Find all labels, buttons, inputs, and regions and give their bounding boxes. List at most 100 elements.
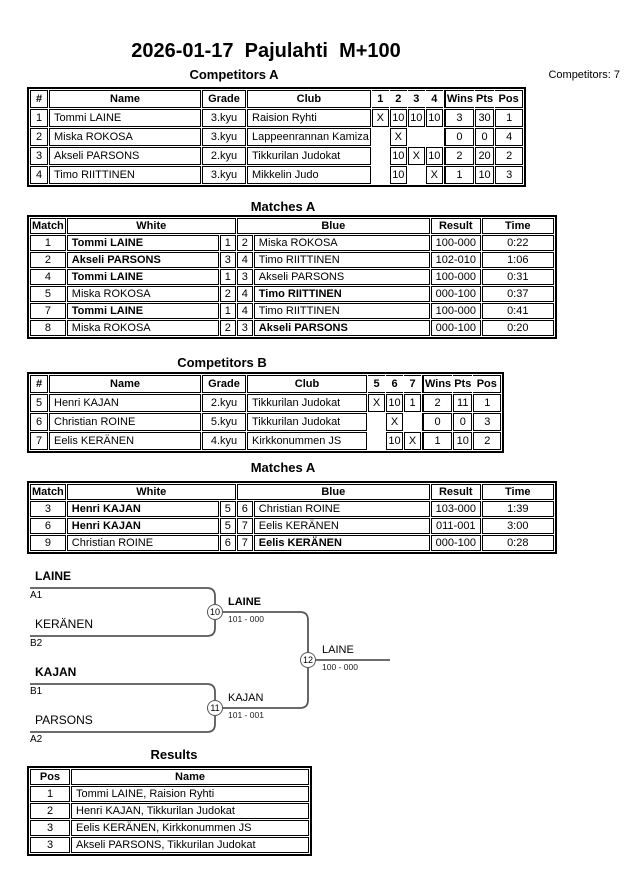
cell-pos: 3 <box>495 166 524 184</box>
cell-name: Miska ROKOSA <box>49 128 201 146</box>
cell-wn: 2 <box>219 320 236 336</box>
cell-time: 0:20 <box>481 320 554 336</box>
results-heading: Results <box>150 747 198 762</box>
col-header: Pos <box>495 90 524 108</box>
col-header: Club <box>247 90 371 108</box>
cell-time: 1:06 <box>481 252 554 268</box>
cell-wn: 3 <box>219 252 236 268</box>
header-row: # Name Grade Club 1 2 3 4 Wins Pts Pos <box>30 90 524 108</box>
cell-wn: 1 <box>219 269 236 285</box>
competitors-b-heading: Competitors B <box>177 355 267 370</box>
col-header: Pos <box>30 769 70 785</box>
cell-pts: 11 <box>453 394 473 412</box>
cell-name: Eelis KERÄNEN <box>49 432 201 450</box>
cell-name: Akseli PARSONS <box>49 147 201 165</box>
header-row: Match White Blue Result Time <box>30 218 554 234</box>
cell-num: 4 <box>30 166 48 184</box>
cell-club: Tikkurilan Judokat <box>247 147 371 165</box>
cell-club: Raision Ryhti <box>247 109 371 127</box>
cell-wn: 1 <box>219 303 236 319</box>
cell-wn: 6 <box>219 535 236 551</box>
cell-wn: 1 <box>219 235 236 251</box>
cell-result: 100-000 <box>430 235 481 251</box>
col-header: 5 <box>368 375 385 393</box>
cell-wins: 0 <box>443 128 474 146</box>
cell-pos: 1 <box>30 786 70 802</box>
cell-pts: 0 <box>475 128 495 146</box>
cell-score3: 10 <box>425 109 443 127</box>
cell-wins: 2 <box>443 147 474 165</box>
cell-white: Tommi LAINE <box>66 269 219 285</box>
cell-time: 0:31 <box>481 269 554 285</box>
cell-pos: 1 <box>473 394 502 412</box>
col-header: Grade <box>202 90 246 108</box>
col-header: 6 <box>386 375 403 393</box>
cell-score1: 10 <box>389 109 407 127</box>
col-header: Pts <box>453 375 473 393</box>
cell-name: Henri KAJAN, Tikkurilan Judokat <box>71 803 309 819</box>
cell-pts: 10 <box>453 432 473 450</box>
cell-match: 7 <box>30 303 66 319</box>
cell-club: Tikkurilan Judokat <box>247 394 367 412</box>
cell-blue: Timo RIITTINEN <box>253 252 430 268</box>
cell-match: 6 <box>30 518 66 534</box>
competitors-count: Competitors: 7 <box>548 69 620 81</box>
cell-pos: 3 <box>30 837 70 853</box>
col-header: Pos <box>473 375 502 393</box>
col-header: # <box>30 375 48 393</box>
cell-score1: 10 <box>389 147 407 165</box>
col-header: Match <box>30 484 66 500</box>
cell-grade: 2.kyu <box>202 394 246 412</box>
cell-white: Christian ROINE <box>66 535 219 551</box>
cell-pts: 30 <box>475 109 495 127</box>
col-header: Wins <box>422 375 453 393</box>
cell-num: 5 <box>30 394 48 412</box>
match-node-circle: 11 <box>207 700 223 716</box>
cell-wins: 2 <box>422 394 453 412</box>
matches-b-heading: Matches A <box>250 460 316 475</box>
cell-score2: 1 <box>404 394 421 412</box>
bracket-score: 101 - 001 <box>228 710 264 720</box>
cell-match: 9 <box>30 535 66 551</box>
cell-pts: 10 <box>475 166 495 184</box>
cell-pts: 20 <box>475 147 495 165</box>
cell-pos: 2 <box>30 803 70 819</box>
col-header: Blue <box>236 218 430 234</box>
col-header: Club <box>247 375 367 393</box>
cell-pos: 4 <box>495 128 524 146</box>
cell-wn: 5 <box>219 518 236 534</box>
col-header: Time <box>481 484 554 500</box>
cell-score2: X <box>407 147 425 165</box>
cell-name: Henri KAJAN <box>49 394 201 412</box>
cell-wins: 1 <box>422 432 453 450</box>
col-header: Result <box>430 484 481 500</box>
cell-score1: 10 <box>386 394 403 412</box>
cell-score3: X <box>425 166 443 184</box>
cell-time: 0:41 <box>481 303 554 319</box>
bracket-score: 100 - 000 <box>322 662 358 672</box>
cell-name: Tommi LAINE, Raision Ryhti <box>71 786 309 802</box>
cell-bn: 3 <box>236 320 253 336</box>
cell-time: 0:28 <box>481 535 554 551</box>
cell-pos: 3 <box>473 413 502 431</box>
matches-a-heading: Matches A <box>250 199 316 214</box>
cell-blue: Timo RIITTINEN <box>253 286 430 302</box>
cell-match: 8 <box>30 320 66 336</box>
cell-match: 3 <box>30 501 66 517</box>
cell-match: 1 <box>30 235 66 251</box>
bracket-score: 101 - 000 <box>228 614 264 624</box>
cell-grade: 2.kyu <box>202 147 246 165</box>
cell-grade: 3.kyu <box>202 109 246 127</box>
bracket-seed-tag: A1 <box>30 590 43 601</box>
cell-time: 0:22 <box>481 235 554 251</box>
